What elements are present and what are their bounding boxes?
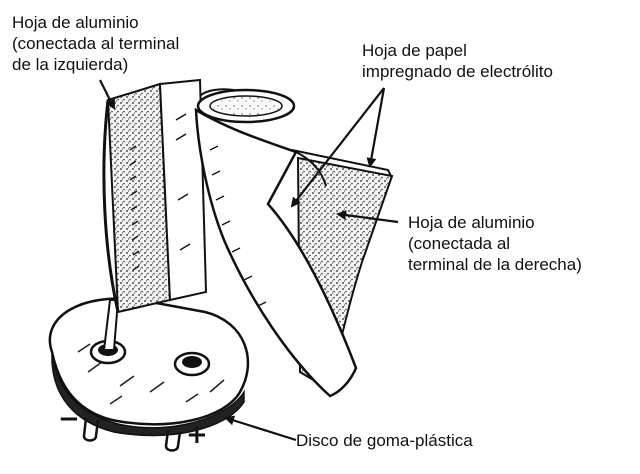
arrow-paper-front bbox=[290, 87, 385, 208]
arrow-disc bbox=[224, 415, 297, 442]
leader-arrows bbox=[99, 79, 399, 442]
arrow-left-foil bbox=[99, 79, 115, 110]
label-disc: Disco de goma-plástica bbox=[296, 430, 473, 451]
arrow-paper-back bbox=[366, 87, 386, 168]
label-right-foil: Hoja de aluminio (conectada al terminal … bbox=[408, 212, 582, 275]
minus-terminal-sign: − bbox=[58, 404, 80, 434]
label-right-foil-line-3: terminal de la derecha) bbox=[408, 255, 582, 274]
label-paper-line-2: impregnado de electrólito bbox=[362, 62, 553, 81]
label-disc-text: Disco de goma-plástica bbox=[296, 431, 473, 450]
rubber-plastic-disc bbox=[48, 297, 250, 452]
label-left-foil-line-1: Hoja de aluminio bbox=[12, 13, 139, 32]
label-left-foil-line-3: de la izquierda) bbox=[12, 55, 129, 74]
label-right-foil-line-2: (conectada al bbox=[408, 234, 511, 253]
rolled-foil-cylinder bbox=[102, 78, 296, 314]
unrolled-sheets bbox=[194, 107, 394, 398]
label-right-foil-line-1: Hoja de aluminio bbox=[408, 213, 535, 232]
label-left-foil-line-2: (conectada al terminal bbox=[12, 34, 180, 53]
arrow-right-foil bbox=[336, 210, 399, 224]
label-paper: Hoja de papel impregnado de electrólito bbox=[362, 40, 553, 82]
label-left-foil: Hoja de aluminio (conectada al terminal … bbox=[12, 12, 179, 75]
plus-terminal-sign: + bbox=[186, 420, 208, 450]
label-paper-line-1: Hoja de papel bbox=[362, 41, 467, 60]
